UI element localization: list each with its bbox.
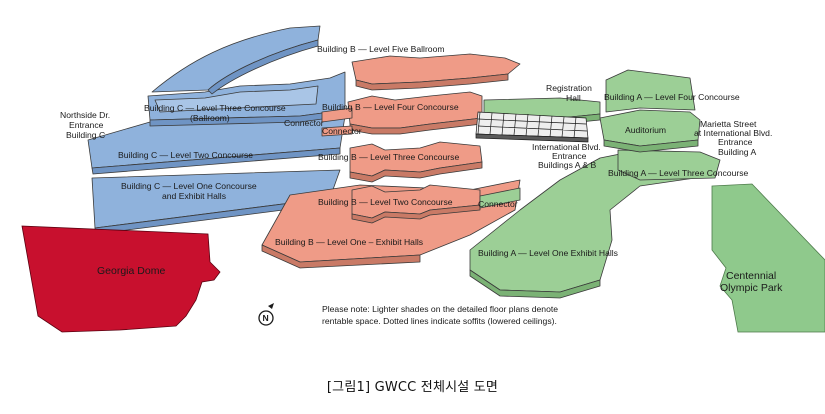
label-b-level3: Building B — Level Three Concourse: [318, 152, 459, 162]
north-arrow: N: [258, 303, 274, 326]
label-auditorium: Auditorium: [625, 125, 666, 135]
label-a-level3: Building A — Level Three Concourse: [608, 168, 749, 178]
label-a-level1: Building A — Level One Exhibit Halls: [478, 248, 618, 258]
connector-b-c-upper: [321, 107, 353, 123]
note-line-1: Please note: Lighter shades on the detai…: [322, 304, 558, 314]
label-c-level2: Building C — Level Two Concourse: [118, 150, 253, 160]
label-registration-1: Registration: [546, 83, 592, 93]
connector-b-c-lower: [321, 125, 353, 137]
centennial-olympic-park: [711, 183, 825, 333]
label-connector-1: Connector: [284, 118, 324, 128]
label-c-level3: Building C — Level Three Concourse: [144, 103, 286, 113]
georgia-dome: [21, 225, 221, 333]
building-a-level-three: [617, 149, 721, 181]
label-marietta-2: at International Blvd.: [694, 128, 772, 138]
label-northside-2: Entrance: [69, 120, 104, 130]
label-centennial-2: Olympic Park: [720, 282, 783, 294]
label-c-level1: Building C — Level One Concourse: [121, 181, 257, 191]
label-intl-1: International Blvd.: [532, 142, 601, 152]
compass-icon: [258, 310, 274, 326]
label-marietta-4: Building A: [718, 147, 756, 157]
label-b-level4: Building B — Level Four Concourse: [322, 102, 459, 112]
label-intl-2: Entrance: [552, 151, 587, 161]
label-registration-2: Hall: [566, 93, 581, 103]
label-northside-3: Building C: [66, 130, 105, 140]
international-blvd-entrance-structure: [475, 111, 589, 143]
label-marietta-1: Marietta Street: [700, 119, 757, 129]
north-marker-label: N: [263, 313, 269, 323]
building-b: [261, 53, 521, 269]
label-northside-1: Northside Dr.: [60, 110, 110, 120]
labels: Building B — Level Five Ballroom Registr…: [60, 44, 783, 326]
label-georgia-dome: Georgia Dome: [97, 265, 165, 277]
label-b-level1: Building B — Level One – Exhibit Halls: [275, 237, 423, 247]
label-c-level1-halls: and Exhibit Halls: [162, 191, 226, 201]
label-centennial-1: Centennial: [726, 270, 776, 282]
building-c-roof: [151, 25, 321, 93]
connector-b-a: [479, 187, 521, 209]
label-marietta-3: Entrance: [718, 137, 753, 147]
label-connector-3: Connector: [478, 199, 518, 209]
label-b-ballroom: Building B — Level Five Ballroom: [317, 44, 445, 54]
gwcc-site-map: N Building B — Level Five Ballroom Regis…: [21, 25, 825, 333]
label-intl-3: Buildings A & B: [538, 160, 597, 170]
label-a-level4: Building A — Level Four Concourse: [604, 92, 740, 102]
label-b-level2: Building B — Level Two Concourse: [318, 197, 453, 207]
label-c-level3-ballroom: (Ballroom): [190, 113, 230, 123]
building-a: [469, 69, 721, 299]
note-line-2: rentable space. Dotted lines indicate so…: [322, 316, 557, 326]
label-connector-2: Connector: [322, 126, 362, 136]
building-a-level-four: [605, 69, 696, 113]
figure-caption: [그림1] GWCC 전체시설 도면: [326, 380, 499, 395]
